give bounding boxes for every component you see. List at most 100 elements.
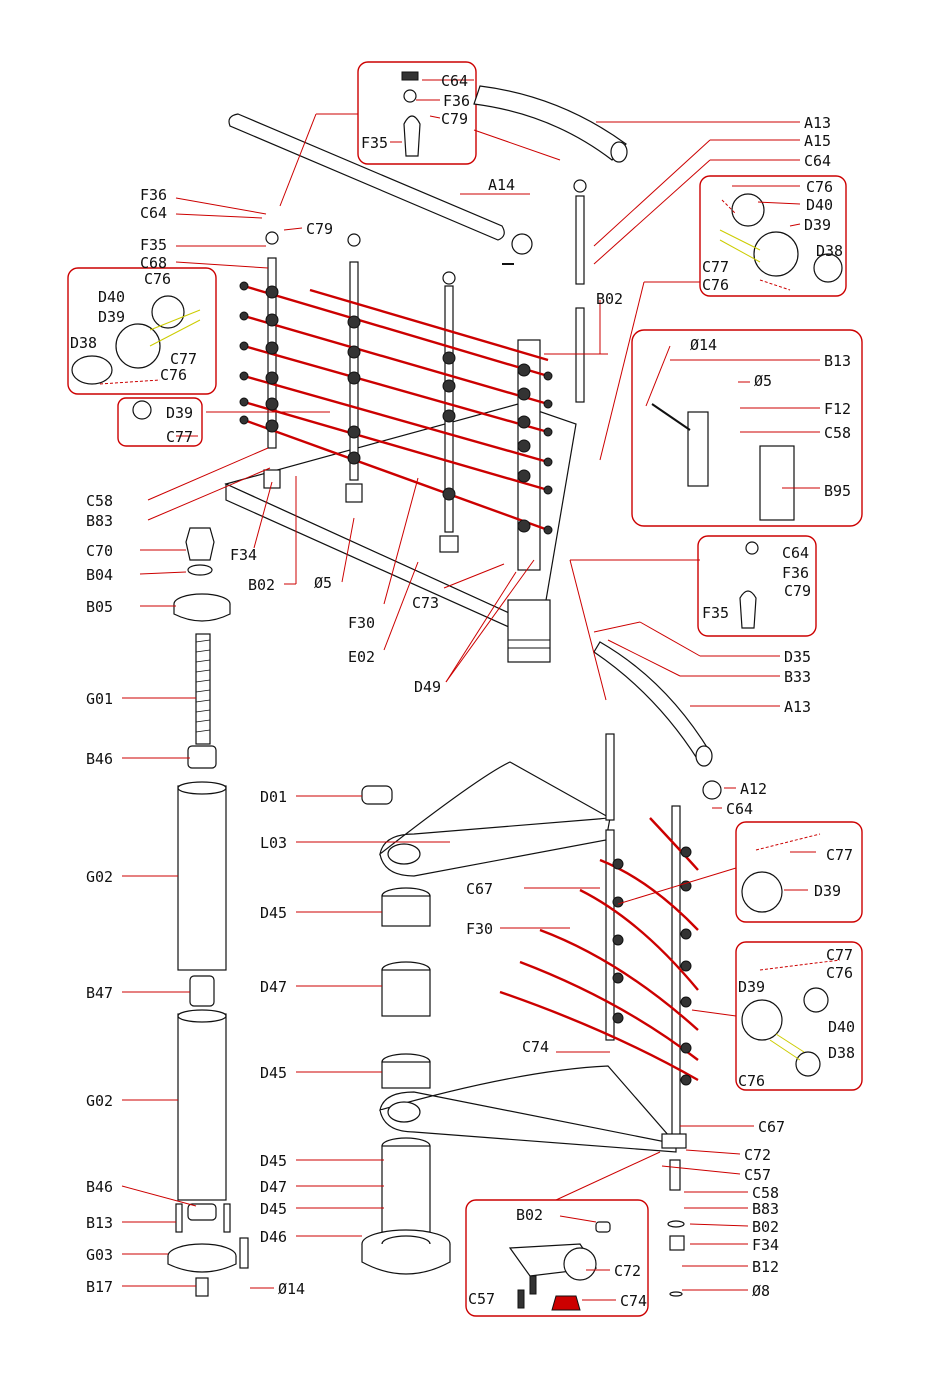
label-g03: G03 [86, 1246, 113, 1264]
label-f36: F36 [140, 186, 167, 204]
label-f34: F34 [230, 546, 257, 564]
label-d49: D49 [414, 678, 441, 696]
label-b12: B12 [752, 1258, 779, 1276]
label-c73: C73 [412, 594, 439, 612]
label-b02: B02 [752, 1218, 779, 1236]
label-c64: C64 [140, 204, 167, 222]
label-o8: Ø8 [752, 1282, 770, 1300]
label-f12: F12 [824, 400, 851, 418]
label-b04: B04 [86, 566, 113, 584]
label-c67: C67 [758, 1118, 785, 1136]
label-b02: B02 [596, 290, 623, 308]
label-f30: F30 [466, 920, 493, 938]
label-a14: A14 [488, 176, 515, 194]
label-f35: F35 [702, 604, 729, 622]
central-column [167, 527, 249, 1297]
label-d01: D01 [260, 788, 287, 806]
label-d38: D38 [70, 334, 97, 352]
label-c76: C76 [806, 178, 833, 196]
label-a13: A13 [784, 698, 811, 716]
label-g01: G01 [86, 690, 113, 708]
part-labels: C64 F36 C79 F35 A13 A15 C64 F36 C64 C79 … [70, 72, 855, 1310]
label-d45: D45 [260, 1064, 287, 1082]
upper-stair-assembly [224, 85, 628, 663]
label-c70: C70 [86, 542, 113, 560]
label-c77: C77 [166, 428, 193, 446]
label-f30: F30 [348, 614, 375, 632]
label-d45: D45 [260, 1152, 287, 1170]
label-b02: B02 [516, 1206, 543, 1224]
label-d45: D45 [260, 1200, 287, 1218]
label-c79: C79 [441, 110, 468, 128]
label-b83: B83 [752, 1200, 779, 1218]
detail-inset-boxes [67, 61, 863, 1317]
label-b33: B33 [784, 668, 811, 686]
label-l03: L03 [260, 834, 287, 852]
label-c74: C74 [522, 1038, 549, 1056]
label-c67: C67 [466, 880, 493, 898]
label-d39: D39 [98, 308, 125, 326]
label-g02: G02 [86, 1092, 113, 1110]
label-b13: B13 [824, 352, 851, 370]
label-d47: D47 [260, 978, 287, 996]
label-c76: C76 [160, 366, 187, 384]
label-a13: A13 [804, 114, 831, 132]
leader-lines [121, 79, 820, 1301]
label-f36: F36 [443, 92, 470, 110]
label-c79: C79 [784, 582, 811, 600]
label-c77: C77 [826, 946, 853, 964]
label-b95: B95 [824, 482, 851, 500]
label-d38: D38 [828, 1044, 855, 1062]
label-o14: Ø14 [690, 336, 717, 354]
label-c76: C76 [702, 276, 729, 294]
label-c76: C76 [144, 270, 171, 288]
label-c64: C64 [804, 152, 831, 170]
label-c64: C64 [726, 800, 753, 818]
label-d39: D39 [814, 882, 841, 900]
spacer-stack [361, 785, 451, 1275]
label-c68: C68 [140, 254, 167, 272]
label-a15: A15 [804, 132, 831, 150]
label-c77: C77 [702, 258, 729, 276]
label-b05: B05 [86, 598, 113, 616]
label-c64: C64 [441, 72, 468, 90]
label-c64: C64 [782, 544, 809, 562]
label-c77: C77 [826, 846, 853, 864]
label-d40: D40 [828, 1018, 855, 1036]
label-c57: C57 [744, 1166, 771, 1184]
label-c74: C74 [620, 1292, 647, 1310]
lower-step-assembly [379, 641, 722, 1297]
label-f36: F36 [782, 564, 809, 582]
label-b83: B83 [86, 512, 113, 530]
label-f34: F34 [752, 1236, 779, 1254]
label-c79: C79 [306, 220, 333, 238]
label-d40: D40 [806, 196, 833, 214]
label-b46: B46 [86, 1178, 113, 1196]
label-c72: C72 [614, 1262, 641, 1280]
label-d40: D40 [98, 288, 125, 306]
label-d39: D39 [166, 404, 193, 422]
label-f35: F35 [361, 134, 388, 152]
label-f35: F35 [140, 236, 167, 254]
label-d45: D45 [260, 904, 287, 922]
detail-sketches [71, 71, 843, 1311]
label-d39: D39 [738, 978, 765, 996]
label-o14: Ø14 [278, 1280, 305, 1298]
label-c58: C58 [752, 1184, 779, 1202]
label-b17: B17 [86, 1278, 113, 1296]
label-d35: D35 [784, 648, 811, 666]
label-b13: B13 [86, 1214, 113, 1232]
label-g02: G02 [86, 868, 113, 886]
label-d47: D47 [260, 1178, 287, 1196]
label-c57: C57 [468, 1290, 495, 1308]
label-c77: C77 [170, 350, 197, 368]
label-o5: Ø5 [754, 372, 772, 390]
label-b02: B02 [248, 576, 275, 594]
label-b47: B47 [86, 984, 113, 1002]
label-c58: C58 [824, 424, 851, 442]
label-d38: D38 [816, 242, 843, 260]
label-c76: C76 [738, 1072, 765, 1090]
label-c76: C76 [826, 964, 853, 982]
label-c58: C58 [86, 492, 113, 510]
